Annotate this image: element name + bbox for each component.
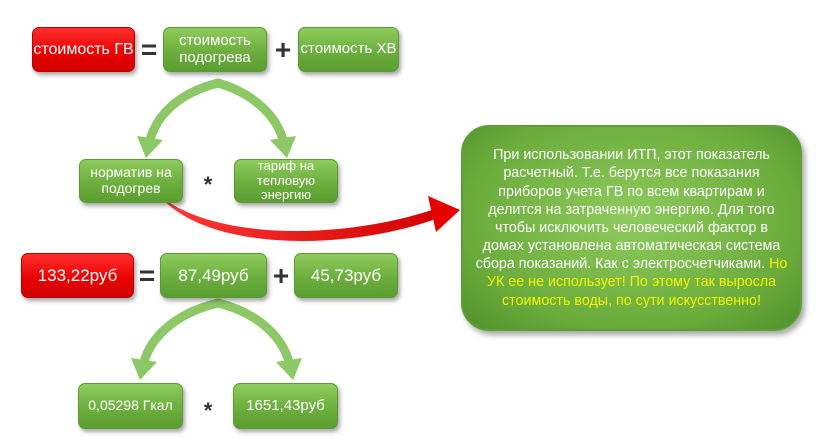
heat-tariff-value-box: 1651,43руб	[233, 383, 338, 429]
heating-norm-value: 0,05298 Гкал	[88, 397, 173, 414]
heating-cost-label: стоимость подогрева	[179, 31, 251, 66]
arrowhead-right-bottom	[276, 358, 302, 380]
curved-arrow-left-bottom	[139, 298, 223, 367]
arrowhead-left-bottom	[131, 358, 157, 380]
heat-tariff-box: тариф на тепловую энергию	[234, 158, 338, 203]
explanation-callout: При использовании ИТП, этот показатель р…	[461, 125, 802, 331]
cold-water-cost-value: 45,73руб	[310, 265, 382, 285]
total-cost-value: 133,22руб	[37, 265, 118, 285]
cold-water-cost-box: стоимость ХВ	[298, 27, 399, 72]
red-arrow-to-callout	[160, 196, 433, 241]
values-multiply-sign: *	[203, 398, 213, 423]
curved-arrow-right-top	[213, 78, 288, 145]
cold-water-cost-value-box: 45,73руб	[294, 253, 398, 298]
heating-cost-box: стоимость подогрева	[163, 27, 267, 72]
arrowhead-left-top	[137, 136, 163, 158]
total-cost-box: стоимость ГВ	[32, 27, 135, 72]
cold-water-cost-label: стоимость ХВ	[300, 40, 397, 58]
heating-norm-label: норматив на подогрев	[90, 164, 172, 196]
values-plus-sign: +	[272, 260, 290, 291]
heating-norm-value-box: 0,05298 Гкал	[78, 383, 183, 429]
heat-tariff-value: 1651,43руб	[246, 396, 325, 414]
heating-norm-box: норматив на подогрев	[79, 159, 183, 203]
callout-main-text: При использовании ИТП, этот показатель р…	[475, 147, 781, 273]
heat-tariff-label: тариф на тепловую энергию	[257, 158, 315, 203]
callout-highlight-text: Но УК ее не использует! По этому так выр…	[486, 256, 788, 309]
heating-cost-value: 87,49руб	[178, 265, 249, 285]
values-equals-sign: =	[138, 260, 156, 291]
red-arrowhead	[428, 196, 460, 232]
heating-cost-value-box: 87,49руб	[160, 253, 267, 298]
curved-arrow-right-bottom	[213, 298, 294, 367]
plus-sign: +	[274, 34, 292, 65]
multiply-sign: *	[203, 172, 213, 197]
equals-sign: =	[140, 34, 158, 65]
callout-text: При использовании ИТП, этот показатель р…	[473, 146, 790, 309]
curved-arrow-left-top	[145, 78, 223, 145]
total-cost-value-box: 133,22руб	[21, 253, 134, 298]
arrowhead-right-top	[270, 136, 296, 158]
total-cost-label: стоимость ГВ	[33, 40, 134, 58]
